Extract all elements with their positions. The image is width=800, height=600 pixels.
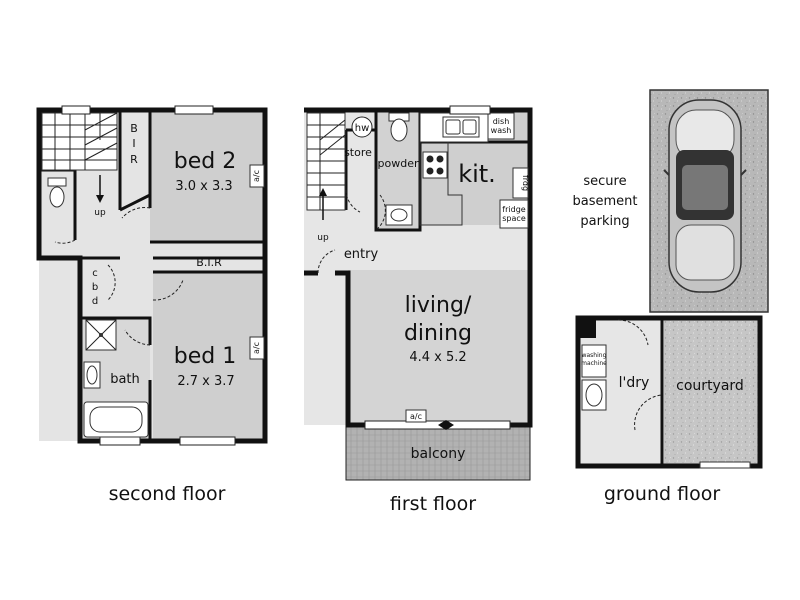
dishwasher bbox=[487, 112, 515, 140]
window bbox=[61, 105, 91, 115]
bed2-dimensions: 3.0 x 3.3 bbox=[175, 179, 232, 194]
first-floor-up-label: up bbox=[317, 233, 329, 243]
store-door-swing bbox=[345, 189, 361, 213]
washing-machine bbox=[581, 344, 607, 378]
window bbox=[449, 105, 491, 115]
ground-floor-column bbox=[578, 318, 596, 338]
kitchen-bench-left bbox=[419, 142, 463, 226]
second-floor-stairs bbox=[41, 112, 118, 171]
bir-middle-label: B.I.R bbox=[196, 256, 222, 269]
laundry-tub bbox=[581, 379, 607, 411]
bath-label: bath bbox=[110, 372, 140, 387]
powder-toilet bbox=[388, 112, 410, 142]
bir-letter-r: R bbox=[130, 153, 138, 166]
bed2-ac-label: a/c bbox=[252, 170, 261, 182]
fridge-space-line1: fridge bbox=[502, 205, 525, 214]
first-floor-plan bbox=[304, 105, 533, 481]
ground-floor-exterior-wall bbox=[575, 315, 763, 469]
washing-machine-line1: washing bbox=[582, 352, 607, 359]
laundry-label: l'dry bbox=[619, 375, 650, 391]
cbd-letter-c: c bbox=[92, 268, 98, 279]
car-icon bbox=[663, 99, 747, 293]
bir-letter-i: I bbox=[132, 137, 135, 150]
bir-letter-b: B bbox=[130, 122, 138, 135]
store-label: store bbox=[344, 146, 372, 159]
kitchen-label: kit. bbox=[458, 160, 496, 188]
second-floor-plan bbox=[36, 105, 268, 446]
balcony-label: balcony bbox=[411, 446, 466, 462]
first-floor-caption: first floor bbox=[390, 493, 476, 515]
bathtub bbox=[83, 401, 149, 438]
cbd-letter-b: b bbox=[92, 282, 98, 293]
ground-floor-plan bbox=[575, 89, 769, 469]
fridge-unit bbox=[512, 167, 529, 199]
courtyard-door-swing bbox=[634, 394, 663, 431]
courtyard-gate bbox=[699, 461, 751, 469]
living-label-line1: living/ bbox=[405, 293, 472, 318]
fridge-space-line2: space bbox=[502, 214, 526, 223]
cooktop bbox=[422, 151, 448, 179]
courtyard-label: courtyard bbox=[676, 378, 744, 394]
second-floor-toilet bbox=[47, 177, 67, 208]
stair-up-arrowhead bbox=[96, 195, 104, 203]
window bbox=[99, 436, 141, 446]
living-label-line2: dining bbox=[404, 321, 472, 346]
living-dimensions: 4.4 x 5.2 bbox=[409, 350, 466, 365]
bath-basin bbox=[83, 361, 101, 389]
bir-diagonal-wall bbox=[119, 193, 151, 212]
balcony-deck bbox=[345, 424, 531, 481]
entry-door-swing bbox=[317, 249, 336, 274]
window bbox=[179, 436, 236, 446]
first-floor-stair-arrowhead bbox=[319, 188, 327, 196]
bed2-door-swing bbox=[121, 207, 151, 219]
powder-basin bbox=[385, 204, 413, 226]
bed1-ac-label: a/c bbox=[252, 342, 261, 354]
bed2-label: bed 2 bbox=[174, 149, 236, 174]
parking-label-line3: parking bbox=[580, 214, 629, 229]
second-floor-exterior-wall bbox=[36, 107, 268, 444]
hw-label: hw bbox=[355, 123, 370, 134]
first-floor-stairs bbox=[306, 112, 346, 211]
dishwash-label-line1: dish bbox=[493, 117, 510, 126]
balcony-window bbox=[364, 420, 511, 430]
fridge-space bbox=[499, 199, 529, 229]
bed1-label: bed 1 bbox=[174, 344, 236, 369]
washing-machine-line2: machine bbox=[581, 360, 607, 367]
frdg-label: frdg bbox=[521, 175, 530, 191]
first-floor-ac-label: a/c bbox=[410, 412, 422, 421]
second-floor-interior-walls bbox=[80, 110, 265, 441]
bed1-dimensions: 2.7 x 3.7 bbox=[177, 374, 234, 389]
ground-floor-caption: ground floor bbox=[604, 483, 720, 505]
courtyard-surface bbox=[664, 320, 759, 465]
first-floor-ac-unit bbox=[405, 409, 427, 423]
window bbox=[174, 105, 214, 115]
cbd-letter-d: d bbox=[92, 296, 98, 307]
hot-water-unit bbox=[351, 116, 373, 138]
second-floor-caption: second floor bbox=[109, 483, 226, 505]
second-floor-up-label: up bbox=[94, 208, 106, 218]
parking-label-line1: secure bbox=[583, 174, 626, 189]
dishwash-label-line2: wash bbox=[491, 126, 512, 135]
powder-label: powder bbox=[378, 157, 419, 170]
parking-label-line2: basement bbox=[573, 194, 638, 209]
sliding-door-marker bbox=[438, 420, 454, 430]
laundry-door-swing bbox=[617, 319, 649, 346]
bath-door-swing bbox=[124, 329, 151, 346]
shower bbox=[85, 319, 117, 351]
kitchen-sink bbox=[442, 116, 480, 138]
entry-label: entry bbox=[344, 247, 379, 262]
wc-door-swing bbox=[54, 239, 76, 244]
